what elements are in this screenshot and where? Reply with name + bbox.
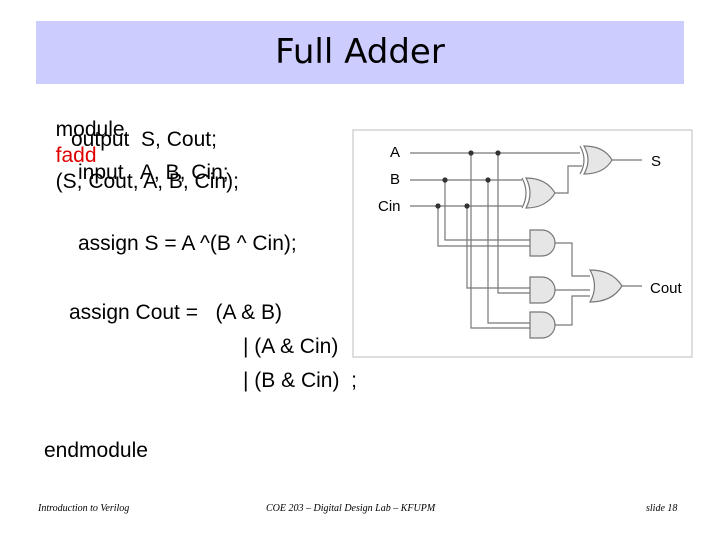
input-label-b: B [390,171,400,188]
wires [410,152,642,329]
code-assign-cout-2: | (A & Cin) [243,335,339,358]
or-gate [588,269,623,303]
diagram-frame [352,129,693,358]
slide-title: Full Adder [275,32,445,72]
code-endmodule: endmodule [44,439,148,462]
module-keyword: module [55,118,125,141]
footer-right: slide 18 [646,503,678,514]
and-gate-2 [529,276,556,304]
and-gate-3 [529,311,556,339]
footer-left: Introduction to Verilog [38,503,130,514]
footer-center: COE 203 – Digital Design Lab – KFUPM [266,503,436,514]
full-adder-circuit-diagram: A B Cin S Cout [352,129,693,358]
code-assign-s: assign S = A ^(B ^ Cin); [78,232,297,255]
and-gate-1 [529,229,556,257]
input-label-cin: Cin [378,198,401,215]
title-bar: Full Adder [36,21,684,84]
junction-dots [435,150,501,209]
module-args: (S, Cout, A, B, Cin); [55,170,239,193]
module-name: fadd [55,144,97,167]
output-label-s: S [651,153,661,170]
code-input-line: input A, B, Cin; [78,161,229,184]
code-output-line: output S, Cout; [71,128,217,151]
code-module-line: module fadd (S, Cout, A, B, Cin); [44,91,239,195]
xor-gate-2 [579,145,613,175]
output-label-cout: Cout [650,280,683,297]
xor-gate-1 [521,177,556,209]
input-label-a: A [390,144,400,161]
code-assign-cout-1: assign Cout = (A & B) [69,301,283,324]
code-assign-cout-3: | (B & Cin) ; [243,369,357,392]
